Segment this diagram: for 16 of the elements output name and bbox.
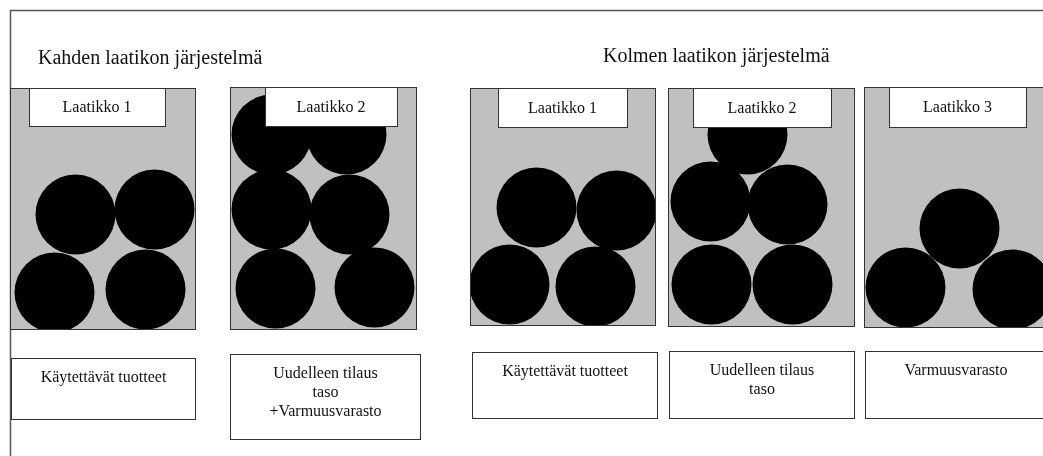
storage-bin bbox=[668, 88, 855, 327]
bin-label: Laatikko 1 bbox=[497, 89, 628, 128]
storage-bin bbox=[864, 87, 1043, 328]
description-box: Uudelleen tilaus taso +Varmuusvarasto bbox=[230, 354, 421, 440]
bin-label: Laatikko 3 bbox=[888, 88, 1027, 128]
storage-bin bbox=[10, 88, 196, 330]
section-heading: Kolmen laatikon järjestelmä bbox=[603, 44, 830, 67]
description-box: Uudelleen tilaus taso bbox=[669, 351, 855, 419]
storage-bin bbox=[470, 88, 656, 326]
bin-label: Laatikko 2 bbox=[264, 88, 398, 127]
section-heading: Kahden laatikon järjestelmä bbox=[38, 46, 263, 69]
description-box: Käytettävät tuotteet bbox=[11, 358, 196, 420]
bin-label: Laatikko 2 bbox=[692, 89, 832, 128]
description-box: Käytettävät tuotteet bbox=[472, 352, 658, 419]
bin-label: Laatikko 1 bbox=[28, 89, 166, 127]
description-box: Varmuusvarasto bbox=[865, 351, 1043, 419]
